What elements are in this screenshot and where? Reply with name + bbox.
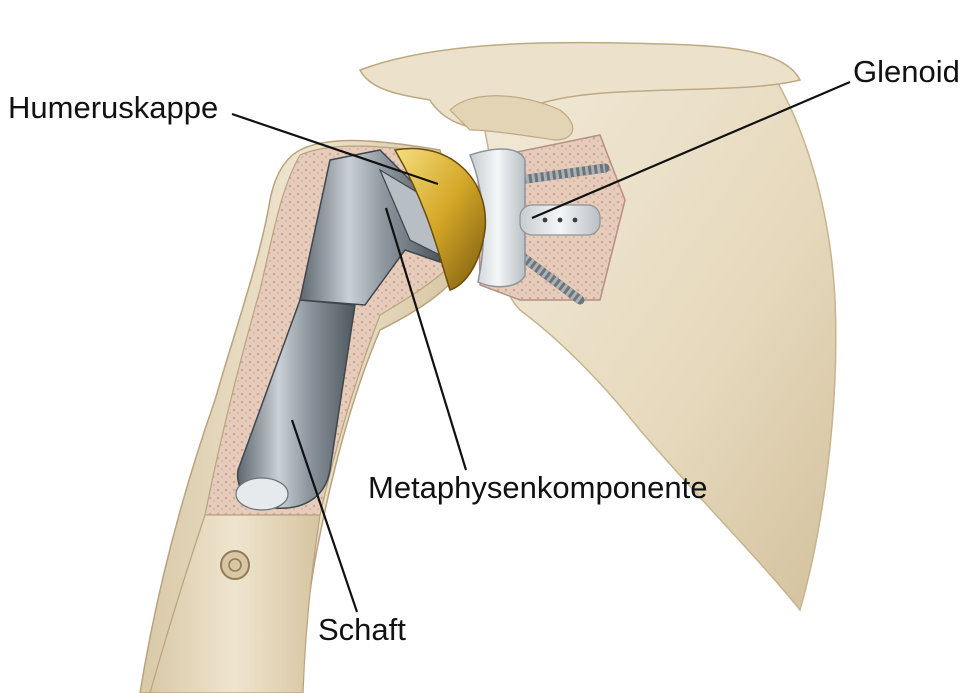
label-glenoid: Glenoid bbox=[853, 56, 960, 87]
label-metaphysis: Metaphysenkomponente bbox=[368, 472, 708, 503]
stem-tip bbox=[236, 478, 288, 510]
label-stem: Schaft bbox=[318, 614, 406, 645]
label-humeral-head: Humeruskappe bbox=[8, 92, 218, 123]
nutrient-foramen-icon bbox=[221, 551, 249, 579]
